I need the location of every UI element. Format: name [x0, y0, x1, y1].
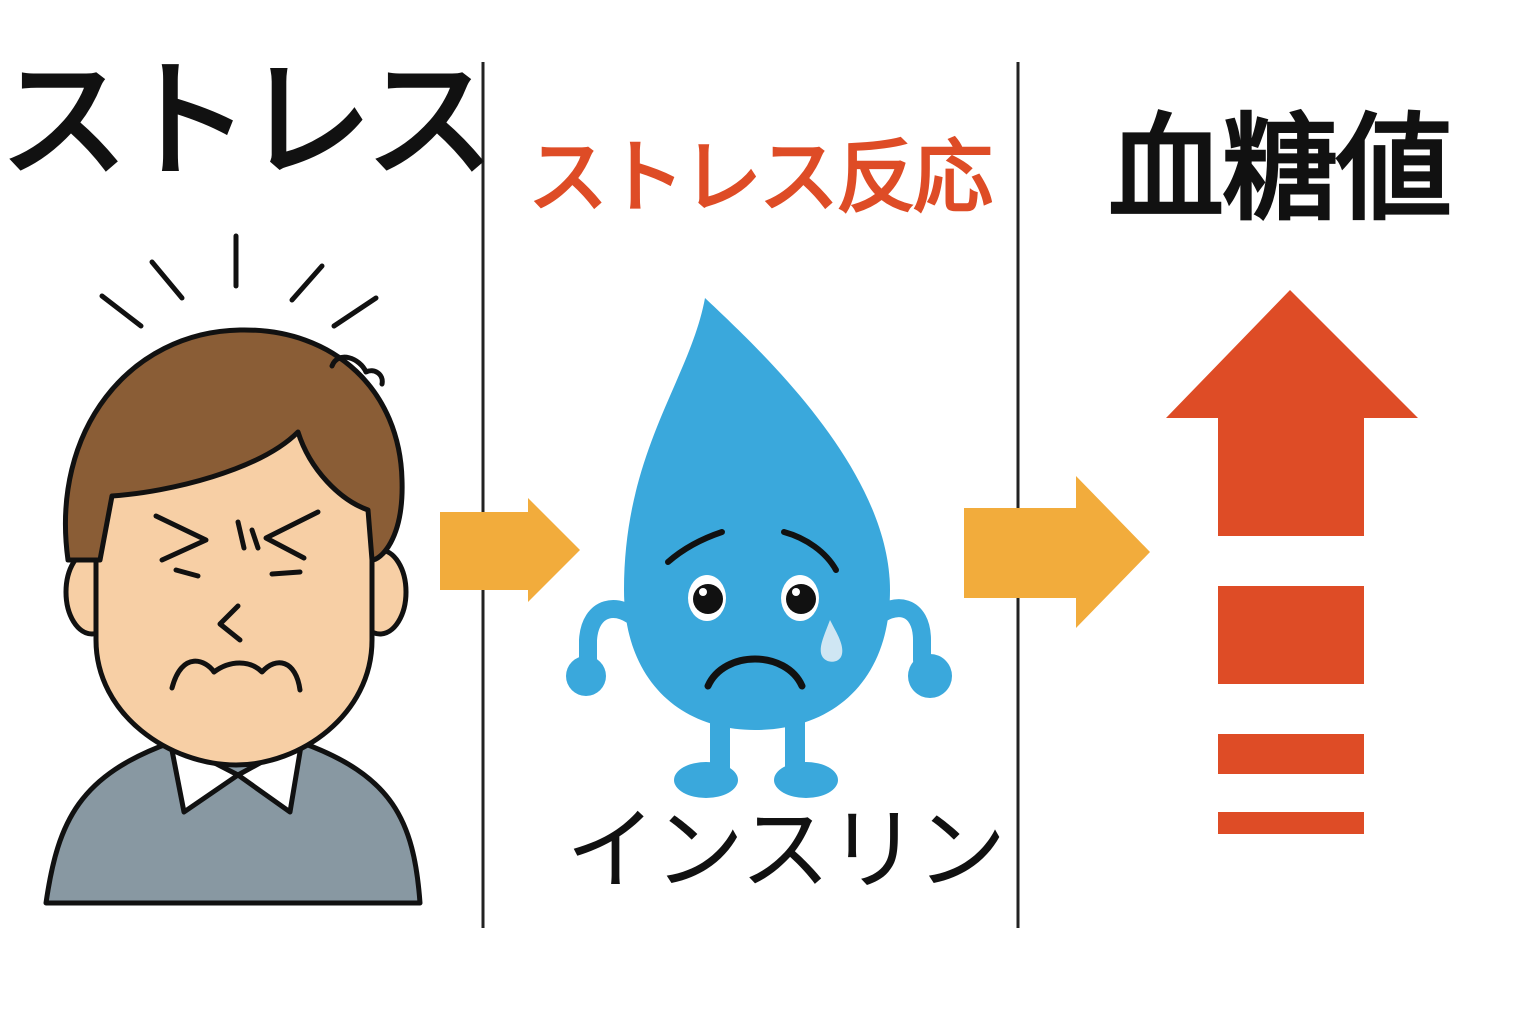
arrow-up-icon [1166, 290, 1418, 834]
stress-title: ストレス [0, 47, 494, 196]
blood-sugar-title: 血糖値 [1108, 102, 1452, 237]
stress-reaction-title: ストレス反応 [528, 131, 993, 224]
insulin-label: インスリン [566, 798, 1006, 903]
stressed-man-icon [43, 233, 423, 906]
arrow-right-icon-2 [964, 476, 1150, 628]
sad-water-drop-icon [566, 298, 952, 798]
arrow-right-icon [440, 498, 580, 602]
